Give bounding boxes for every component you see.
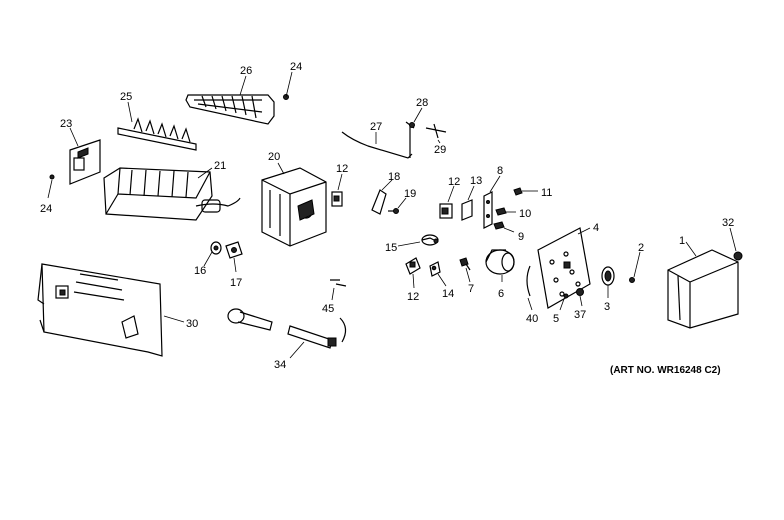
part-5-screw (563, 293, 569, 299)
callout-14: 14 (442, 288, 454, 300)
part-16-bushing (210, 241, 222, 255)
callout-20: 20 (268, 151, 280, 163)
callout-18: 18 (388, 171, 400, 183)
part-24-screw-lower (49, 174, 55, 180)
callout-2: 2 (638, 242, 644, 254)
callout-12-b: 12 (448, 176, 460, 188)
callout-25: 25 (120, 91, 132, 103)
part-12-switch-b (439, 203, 453, 219)
callout-12-a: 12 (336, 163, 348, 175)
part-9-screw (493, 221, 515, 233)
part-4-mounting-plate (537, 227, 591, 309)
part-40-wire (526, 265, 531, 297)
part-28-lever (405, 121, 415, 158)
callout-3: 3 (604, 301, 610, 313)
part-13-plate (461, 199, 473, 221)
part-24-screw-upper (283, 71, 293, 100)
part-30-mounting-bracket (37, 263, 163, 357)
part-18-bracket (371, 189, 387, 215)
part-7-contact (459, 257, 471, 271)
part-45-harness (330, 279, 347, 343)
callout-4: 4 (593, 222, 599, 234)
callout-12-c: 12 (407, 291, 419, 303)
callout-1: 1 (679, 235, 685, 247)
part-8-bracket (483, 191, 493, 229)
part-32-screw (733, 251, 743, 261)
part-25-ejector (117, 117, 197, 151)
callout-10: 10 (519, 208, 531, 220)
callout-13: 13 (470, 175, 482, 187)
callout-28: 28 (416, 97, 428, 109)
callout-30: 30 (186, 318, 198, 330)
part-14-clip (429, 261, 441, 277)
callout-7: 7 (468, 283, 474, 295)
part-11-screw (513, 187, 538, 196)
part-29-spring-clip (425, 123, 447, 139)
callout-24-upper: 24 (290, 61, 302, 73)
callout-34: 34 (274, 359, 286, 371)
part-10-screw (495, 207, 516, 216)
callout-19: 19 (404, 188, 416, 200)
callout-24-lower: 24 (40, 203, 52, 215)
part-27-feeler-arm (341, 131, 413, 159)
part-21-ice-mold (103, 167, 241, 221)
callout-8: 8 (497, 165, 503, 177)
part-12-switch-c (405, 257, 421, 275)
part-12-switch-a (331, 191, 343, 207)
callout-27: 27 (370, 121, 382, 133)
part-2-screw (629, 277, 635, 283)
callout-37: 37 (574, 309, 586, 321)
part-15-solenoid (421, 234, 439, 246)
callout-11: 11 (541, 187, 552, 199)
callout-6: 6 (498, 288, 504, 300)
part-1-cover (667, 249, 739, 329)
art-number: (ART NO. WR16248 C2) (610, 365, 721, 376)
part-6-motor (485, 249, 515, 275)
callout-32: 32 (722, 217, 734, 229)
callout-17: 17 (230, 277, 242, 289)
part-34-heater (227, 308, 337, 349)
callout-9: 9 (518, 231, 524, 243)
part-19-screw (388, 208, 399, 214)
callout-21: 21 (214, 160, 226, 172)
callout-40: 40 (526, 313, 538, 325)
part-3-gear (601, 266, 615, 286)
part-26-bracket (185, 94, 275, 125)
callout-23: 23 (60, 118, 72, 130)
callout-15: 15 (385, 242, 397, 254)
callout-5: 5 (553, 313, 559, 325)
part-17-cam (225, 241, 243, 259)
part-37-nut (576, 288, 584, 296)
part-23-front-cover (69, 139, 101, 185)
callout-16: 16 (194, 265, 206, 277)
part-20-housing (261, 167, 327, 247)
callout-29: 29 (434, 144, 446, 156)
callout-26: 26 (240, 65, 252, 77)
callout-45: 45 (322, 303, 334, 315)
